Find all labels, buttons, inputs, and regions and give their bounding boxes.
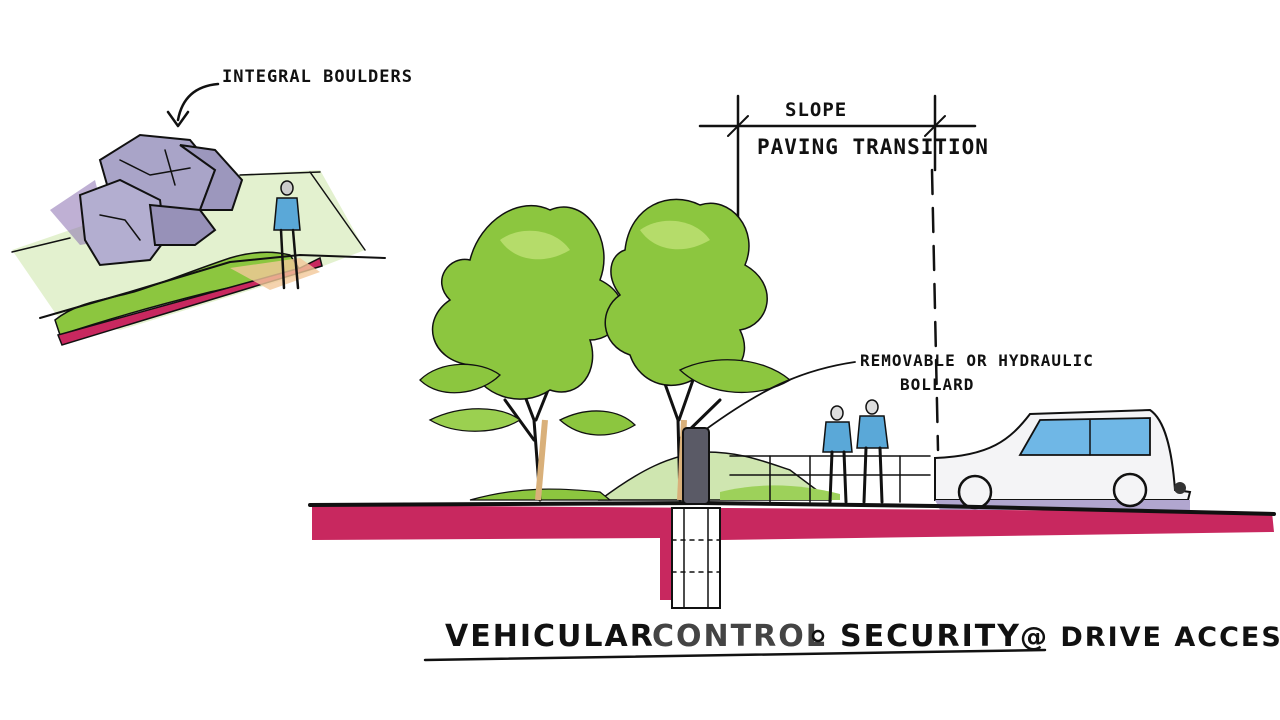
title-underline — [423, 648, 1047, 662]
inset-boulders — [78, 133, 244, 267]
bollard-label-line2: BOLLARD — [900, 375, 974, 394]
bollard — [671, 427, 721, 609]
ground-line — [308, 501, 1276, 516]
paving-transition-label: PAVING TRANSITION — [757, 135, 989, 159]
integral-boulders-label: INTEGRAL BOULDERS — [222, 67, 413, 87]
title-security: SECURITY — [840, 619, 1021, 654]
title-control: CONTROL — [652, 619, 827, 654]
bollard-footing — [671, 507, 721, 609]
diagram-title: VEHICULAR CONTROL SECURITY @ DRIVE ACCES… — [423, 619, 1280, 662]
pedestrian-figures — [822, 399, 889, 504]
car-window — [1018, 417, 1151, 456]
tree-left — [419, 204, 637, 502]
ground-section-band — [312, 505, 1274, 600]
inset-magenta-edge — [56, 256, 323, 346]
title-drive-access: @ DRIVE ACCESS — [1020, 622, 1280, 653]
boulder-inset-sketch: INTEGRAL BOULDERS — [11, 67, 413, 346]
bollard-label-line1: REMOVABLE OR HYDRAULIC — [860, 351, 1094, 370]
car — [934, 408, 1192, 510]
title-vehicular: VEHICULAR — [445, 619, 655, 654]
slope-dimension: SLOPE PAVING TRANSITION — [698, 94, 989, 452]
car-wheel-rear — [1112, 472, 1148, 508]
car-wheel-front — [957, 474, 993, 510]
slope-label: SLOPE — [785, 99, 847, 121]
inset-person-figure — [273, 180, 301, 290]
bollard-callout-leader — [704, 361, 856, 431]
boulders-callout-arrow — [176, 82, 220, 122]
title-bullet — [811, 629, 825, 643]
